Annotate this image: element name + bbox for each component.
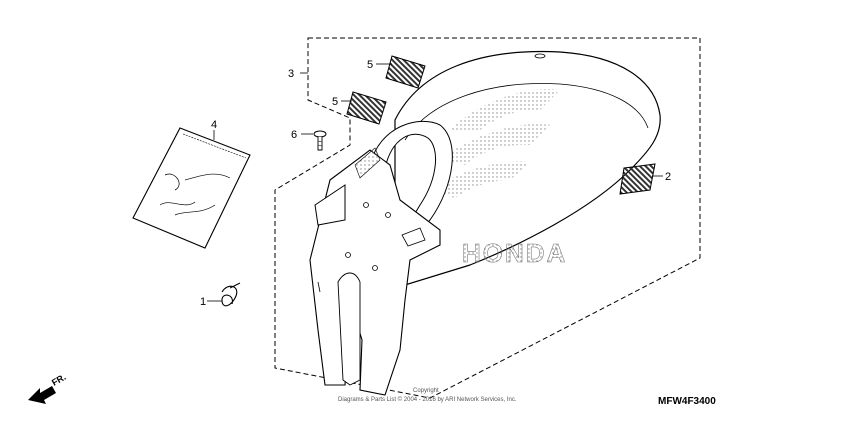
callout-5-lower: 5: [332, 96, 338, 108]
reflector-upper: [385, 55, 426, 89]
direction-label: FR.: [50, 372, 68, 388]
clip: [221, 282, 241, 307]
manual-bag: [132, 127, 251, 249]
rear-fender: HONDA: [394, 50, 661, 286]
front-direction-arrow: FR.: [28, 372, 68, 404]
callout-5-upper: 5: [367, 59, 373, 71]
reflector-side: [619, 163, 656, 195]
wing-logo: [430, 89, 560, 198]
callout-1: 1: [200, 296, 206, 308]
assembly-boundary: [274, 37, 701, 399]
callout-3: 3: [288, 68, 294, 80]
reflector-lower: [346, 91, 387, 125]
inner-fender: [309, 147, 441, 396]
callout-2: 2: [665, 171, 671, 183]
brand-marking: HONDA: [462, 238, 567, 268]
callout-6: 6: [291, 129, 297, 141]
grab-rail: [369, 120, 453, 233]
copyright-line2: Diagrams & Parts List © 2004 - 2016 by A…: [338, 396, 517, 403]
callout-4: 4: [211, 119, 217, 131]
diagram-reference-code: MFW4F3400: [658, 396, 716, 407]
copyright-line1: Copyright: [413, 388, 439, 394]
bolt: [313, 130, 327, 151]
